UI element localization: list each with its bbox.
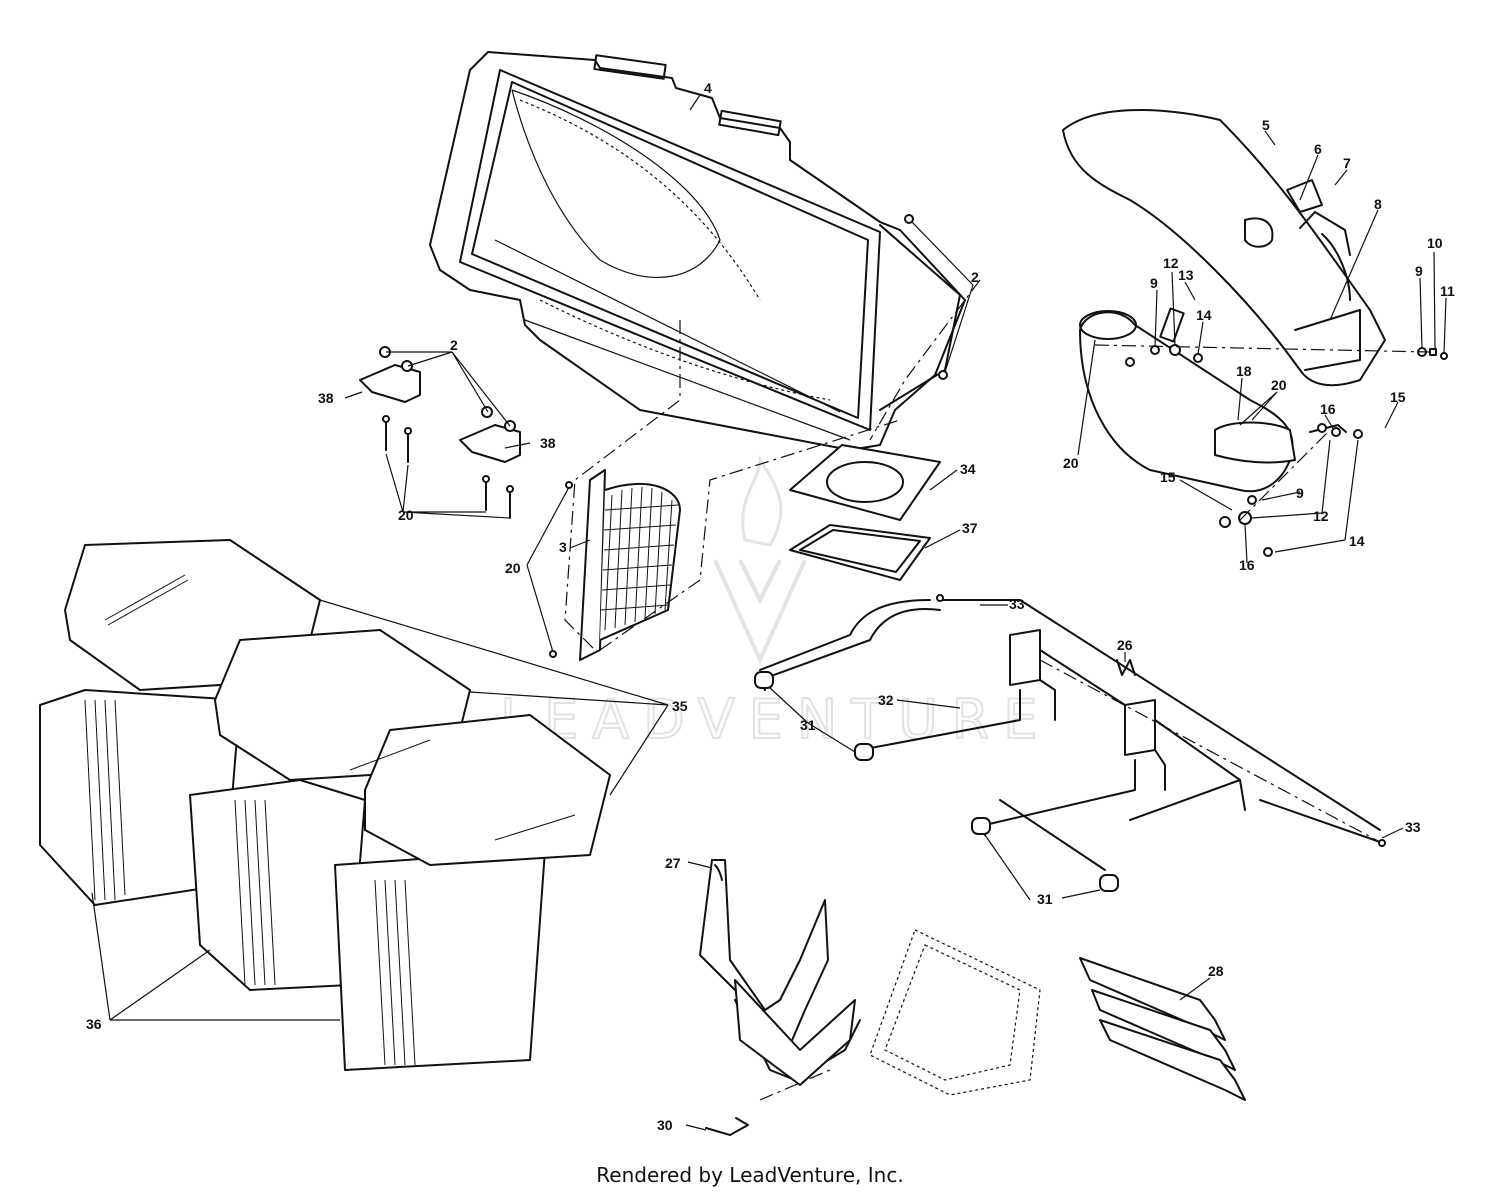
- callout-30: 30: [657, 1117, 673, 1133]
- callout-8: 8: [1374, 196, 1382, 212]
- callout-6: 6: [1314, 141, 1322, 157]
- callout-33: 33: [1009, 596, 1025, 612]
- callout-35: 35: [672, 698, 688, 714]
- callout-20: 20: [1063, 455, 1079, 471]
- callout-13: 13: [1178, 267, 1194, 283]
- frame-part: [754, 594, 1386, 892]
- callout-15: 15: [1160, 469, 1176, 485]
- hood-part: [429, 51, 966, 451]
- callout-34: 34: [960, 461, 976, 477]
- callout-11: 11: [1440, 283, 1455, 299]
- hood-fastener-icon: [938, 370, 948, 380]
- chute-tube-part: [1062, 109, 1386, 387]
- callout-18: 18: [1236, 363, 1252, 379]
- hood-fastener-icon: [904, 214, 914, 224]
- callout-38: 38: [540, 435, 556, 451]
- callout-16: 16: [1239, 557, 1255, 573]
- callout-32: 32: [878, 692, 894, 708]
- callout-20: 20: [398, 507, 414, 523]
- footer-credit: Rendered by LeadVenture, Inc.: [596, 1163, 904, 1187]
- callout-37: 37: [962, 520, 978, 536]
- callout-36: 36: [86, 1016, 102, 1032]
- callout-4: 4: [704, 80, 712, 96]
- callout-28: 28: [1208, 963, 1224, 979]
- callout-7: 7: [1343, 155, 1351, 171]
- callout-16: 16: [1320, 401, 1336, 417]
- callout-2: 2: [450, 337, 458, 353]
- callout-38: 38: [318, 390, 334, 406]
- hardware-part: [1150, 307, 1448, 557]
- callout-12: 12: [1163, 255, 1179, 271]
- callout-9: 9: [1150, 275, 1158, 291]
- bracket-part: [359, 346, 521, 519]
- assembly-lines: [564, 279, 1431, 1101]
- callout-14: 14: [1349, 533, 1365, 549]
- watermark: LEADVENTURE: [499, 455, 1051, 752]
- callout-33: 33: [1405, 819, 1421, 835]
- elbow-part: [1079, 310, 1296, 493]
- callout-3: 3: [559, 539, 567, 555]
- callout-12: 12: [1313, 508, 1329, 524]
- callout-labels: 4 2 2 38 38 20 5 6 7 8 9 12 13 14 9 10 1…: [86, 80, 1455, 1133]
- callout-27: 27: [665, 855, 681, 871]
- watermark-text: LEADVENTURE: [500, 688, 1051, 751]
- callout-9: 9: [1415, 263, 1423, 279]
- callout-9: 9: [1296, 485, 1304, 501]
- callout-31: 31: [1037, 891, 1053, 907]
- callout-20: 20: [505, 560, 521, 576]
- callout-14: 14: [1196, 307, 1212, 323]
- blade-part: [1079, 957, 1246, 1101]
- callout-5: 5: [1262, 117, 1270, 133]
- basket-part: [39, 539, 611, 1071]
- callout-26: 26: [1117, 637, 1133, 653]
- callout-15: 15: [1390, 389, 1406, 405]
- adapter-plate-part: [789, 444, 941, 581]
- callout-31: 31: [800, 717, 816, 733]
- callout-20: 20: [1271, 377, 1287, 393]
- handle-part: [699, 859, 861, 1136]
- hardware-plate-part: [869, 929, 1041, 1096]
- leader-lines: [91, 94, 1447, 1131]
- callout-10: 10: [1427, 235, 1443, 251]
- callout-2: 2: [971, 269, 979, 285]
